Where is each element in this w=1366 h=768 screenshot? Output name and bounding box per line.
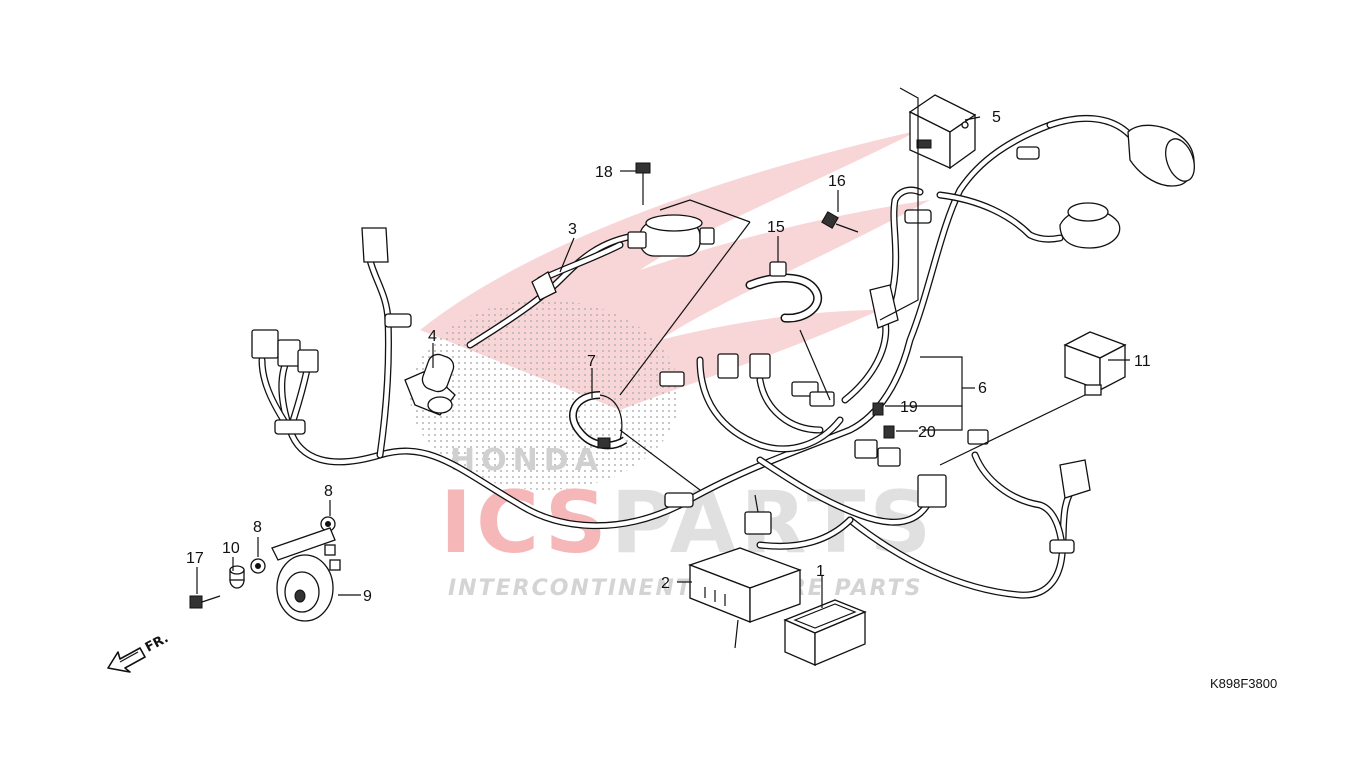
washer-icon — [325, 521, 331, 527]
cdi-unit-icon — [688, 547, 802, 623]
callout-15: 15 — [767, 219, 785, 236]
callout-20: 20 — [918, 424, 936, 441]
callout-10: 10 — [222, 540, 240, 557]
callout-8b: 8 — [253, 519, 262, 536]
callout-18: 18 — [595, 164, 613, 181]
front-direction-label: FR. — [143, 631, 171, 656]
ignition-coil-icon — [466, 214, 715, 349]
watermark-brand: ICSPARTS — [440, 473, 935, 573]
collar-icon — [229, 565, 245, 589]
fuse-icon — [883, 425, 895, 439]
callout-5: 5 — [992, 109, 1001, 126]
bolt-icon — [189, 595, 221, 609]
starter-relay-icon — [1063, 331, 1127, 396]
callout-2: 2 — [661, 575, 670, 592]
callout-7: 7 — [587, 353, 596, 370]
band-clamp-icon — [568, 391, 628, 450]
callout-1: 1 — [816, 563, 825, 580]
wire-harness-icon — [258, 114, 1134, 599]
bolt-icon — [821, 211, 859, 233]
cable-tie-icon — [745, 261, 822, 323]
callout-6: 6 — [978, 380, 987, 397]
callout-4: 4 — [428, 328, 437, 345]
diagram-code: K898F3800 — [1210, 676, 1277, 691]
callout-19: 19 — [900, 399, 918, 416]
callout-3: 3 — [568, 221, 577, 238]
harness-connectors — [251, 227, 1091, 535]
front-direction-arrow-icon — [107, 647, 146, 673]
horn-icon — [271, 527, 341, 622]
bolt-icon — [635, 162, 651, 205]
callout-9: 9 — [363, 588, 372, 605]
washer-icon — [255, 563, 261, 569]
callout-16: 16 — [828, 173, 846, 190]
boot-cap-icon — [1059, 124, 1195, 249]
watermark: HONDA ICSPARTS INTERCONTINENTAL SPARE PA… — [410, 130, 935, 601]
callout-8a: 8 — [324, 483, 333, 500]
fuse-box-icon — [783, 599, 867, 666]
spark-plug-cap-icon — [404, 353, 456, 416]
fuse-icon — [872, 402, 884, 416]
leader-lines — [196, 87, 1130, 649]
watermark-tagline: INTERCONTINENTAL SPARE PARTS — [448, 576, 922, 601]
callout-11: 11 — [1134, 353, 1151, 370]
watermark-logo-text: HONDA — [450, 443, 604, 478]
relay-module-icon — [908, 94, 977, 170]
callout-17: 17 — [186, 550, 204, 567]
